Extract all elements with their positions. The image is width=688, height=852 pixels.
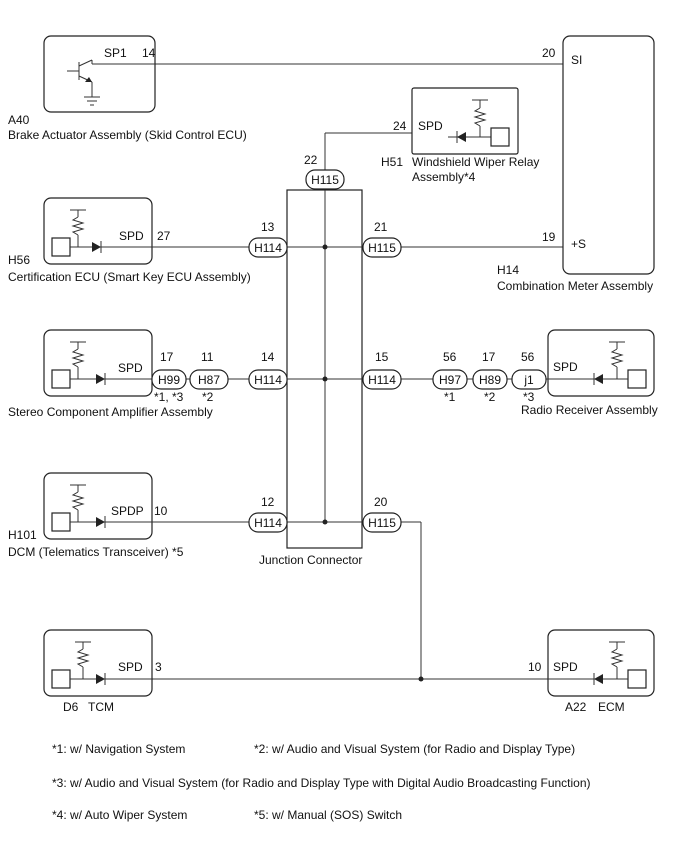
a40-pin-number: 14: [142, 46, 156, 60]
h14-component-box: [562, 35, 655, 275]
connector-pin-number: 56: [443, 350, 457, 364]
h56-pin-name: SPD: [119, 229, 144, 243]
h14-si-pin-number: 20: [542, 46, 556, 60]
connector-h89: H89 17 *2: [472, 350, 508, 404]
splice-dot: [322, 519, 328, 525]
sensor-circuit-icon: [448, 99, 510, 147]
stereo-pin-name: SPD: [118, 361, 143, 375]
connector-label: H114: [254, 241, 282, 255]
connector-pin-number: 14: [261, 350, 275, 364]
connector-label: H115: [311, 173, 339, 187]
connector-label: H97: [439, 373, 461, 387]
footnote-2: *2: w/ Audio and Visual System (for Radi…: [254, 742, 576, 756]
splice-dot: [322, 376, 328, 382]
h101-name: DCM (Telematics Transceiver) *5: [8, 545, 184, 559]
connector-h115-top: H115 22: [304, 153, 345, 190]
h101-pin-name: SPDP: [111, 504, 144, 518]
a40-name: Brake Actuator Assembly (Skid Control EC…: [8, 128, 247, 142]
h14-code: H14: [497, 263, 519, 277]
transistor-icon: [67, 59, 155, 97]
junction-connector-label: Junction Connector: [259, 553, 362, 567]
connector-label: H114: [254, 516, 282, 530]
connector-h114-row2-right: H114 15: [362, 350, 402, 390]
connector-label: H87: [198, 373, 220, 387]
connector-pin-number: 12: [261, 495, 275, 509]
h51-name-line1: Windshield Wiper Relay: [412, 155, 539, 169]
connector-h114-row2-left: H114 14: [248, 350, 288, 390]
connector-h97: H97 56 *1: [432, 350, 468, 404]
d6-name: TCM: [88, 700, 114, 714]
connector-h114-row3: H114 12: [248, 495, 288, 533]
connector-h115-row1: H115 21: [362, 220, 402, 258]
connector-note: *2: [484, 390, 496, 404]
connector-note: *3: [523, 390, 535, 404]
connector-pin-number: 20: [374, 495, 388, 509]
footnote-1: *1: w/ Navigation System: [52, 742, 186, 756]
ground-icon: [84, 96, 100, 106]
a22-code: A22: [565, 700, 587, 714]
d6-code: D6: [63, 700, 79, 714]
connector-label: H115: [368, 516, 396, 530]
h14-si-pin-name: SI: [571, 53, 582, 67]
d6-pin-name: SPD: [118, 660, 143, 674]
h56-code: H56: [8, 253, 30, 267]
connector-pin-number: 13: [261, 220, 275, 234]
a22-pin-number: 10: [528, 660, 542, 674]
connector-label: H114: [368, 373, 396, 387]
sensor-circuit-icon: [51, 341, 152, 389]
connector-j1: j1 56 *3: [511, 350, 547, 404]
connector-h115-row3: H115 20: [362, 495, 402, 533]
connector-pin-number: 15: [375, 350, 389, 364]
radio-pin-name: SPD: [553, 360, 578, 374]
a22-name: ECM: [598, 700, 625, 714]
h56-pin-number: 27: [157, 229, 171, 243]
sensor-circuit-icon: [51, 484, 155, 532]
a22-pin-name: SPD: [553, 660, 578, 674]
radio-name: Radio Receiver Assembly: [521, 403, 658, 417]
sensor-circuit-icon: [51, 641, 152, 689]
sensor-circuit-icon: [51, 209, 155, 257]
connector-note: *1: [444, 390, 456, 404]
connector-note: *2: [202, 390, 214, 404]
h51-pin-number: 24: [393, 119, 407, 133]
connector-pin-number: 22: [304, 153, 318, 167]
connector-h99: H99 17 *1, *3: [151, 350, 187, 404]
connector-label: H89: [479, 373, 501, 387]
connector-pin-number: 11: [201, 350, 214, 364]
connector-pin-number: 17: [482, 350, 496, 364]
connector-pin-number: 21: [374, 220, 388, 234]
h51-code: H51: [381, 155, 403, 169]
connector-h87: H87 11 *2: [189, 350, 229, 404]
connector-label: H115: [368, 241, 396, 255]
h101-pin-number: 10: [154, 504, 168, 518]
h14-s-pin-name: +S: [571, 237, 586, 251]
a40-component-box: [43, 35, 156, 113]
connector-label: j1: [523, 373, 534, 387]
h56-name: Certification ECU (Smart Key ECU Assembl…: [8, 270, 251, 284]
footnote-5: *5: w/ Manual (SOS) Switch: [254, 808, 403, 822]
sensor-circuit-icon: [548, 641, 647, 689]
d6-pin-number: 3: [155, 660, 162, 674]
connector-pin-number: 56: [521, 350, 535, 364]
sensor-circuit-icon: [546, 341, 647, 389]
a40-code: A40: [8, 113, 30, 127]
splice-dot: [322, 244, 328, 250]
h14-name: Combination Meter Assembly: [497, 279, 653, 293]
h14-s-pin-number: 19: [542, 230, 556, 244]
connector-pin-number: 17: [160, 350, 174, 364]
h101-code: H101: [8, 528, 37, 542]
footnote-4: *4: w/ Auto Wiper System: [52, 808, 188, 822]
splice-dot: [418, 676, 424, 682]
stereo-name: Stereo Component Amplifier Assembly: [8, 405, 213, 419]
connector-label: H114: [254, 373, 282, 387]
h51-pin-name: SPD: [418, 119, 443, 133]
connector-label: H99: [158, 373, 180, 387]
connector-h114-row1: H114 13: [248, 220, 288, 258]
footnote-3: *3: w/ Audio and Visual System (for Radi…: [52, 776, 591, 790]
h51-name-line2: Assembly*4: [412, 170, 476, 184]
connector-note: *1, *3: [154, 390, 184, 404]
a40-pin-name: SP1: [104, 46, 127, 60]
